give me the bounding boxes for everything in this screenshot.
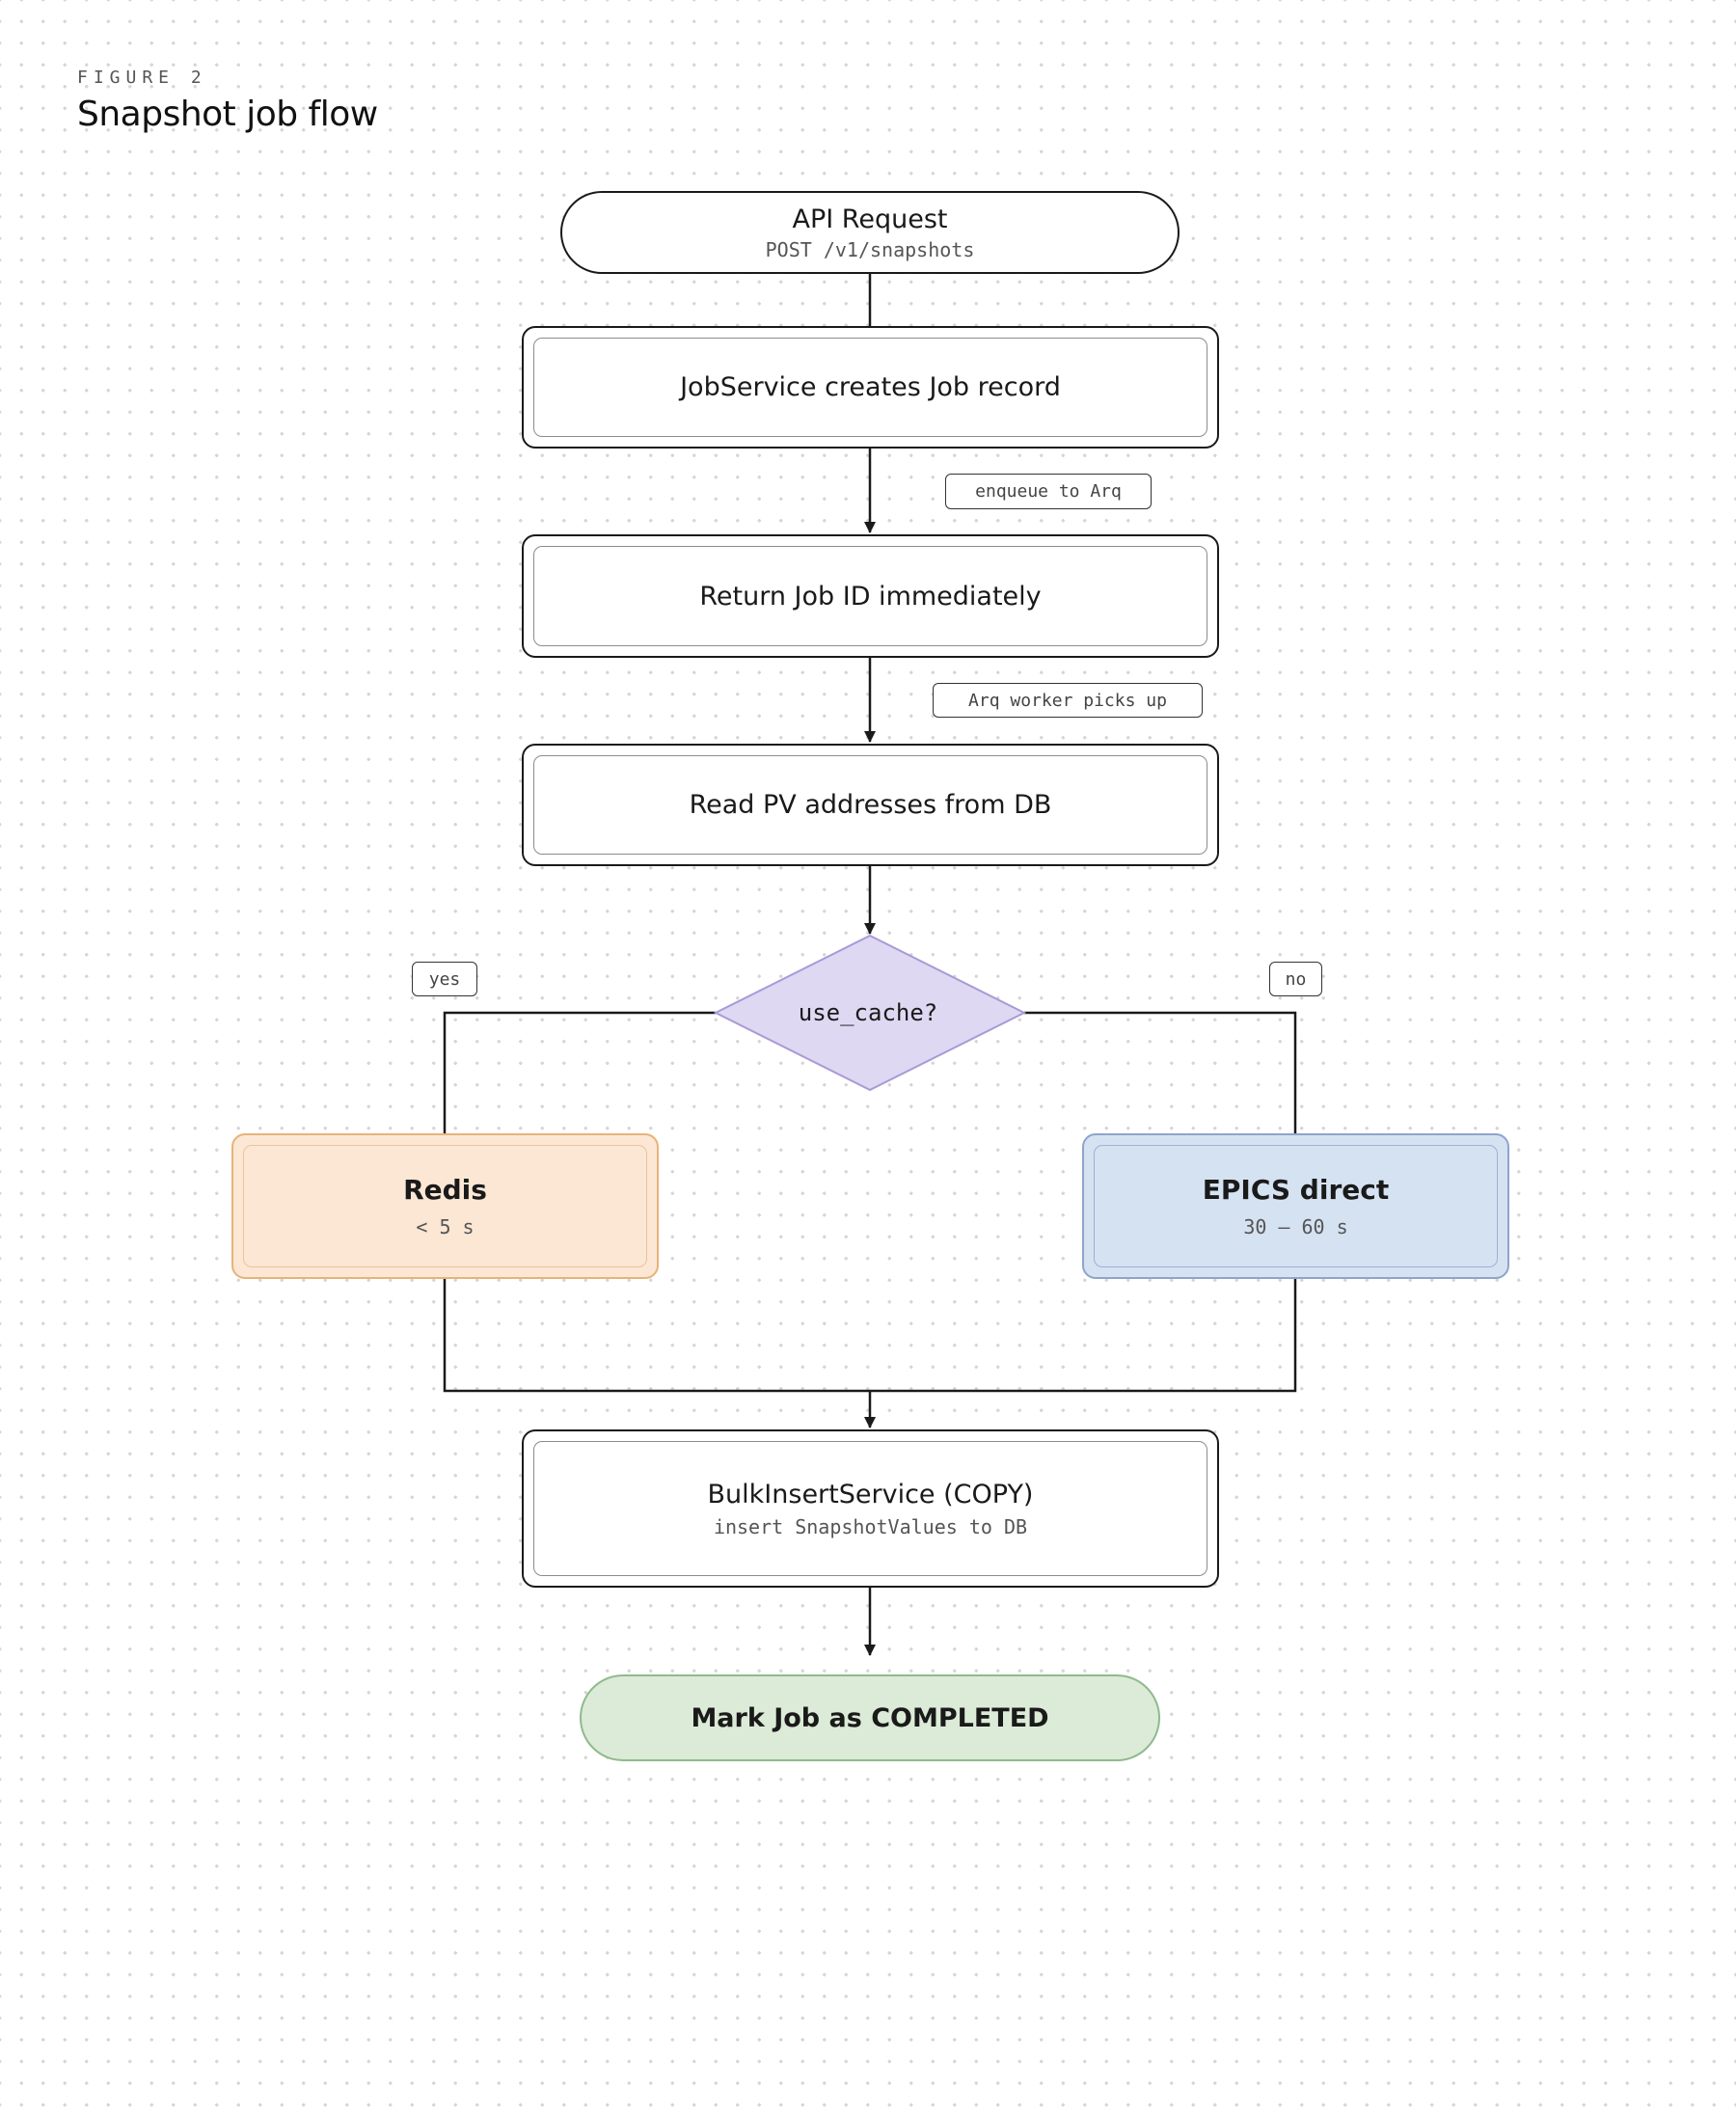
bulk-insert-detail: insert SnapshotValues to DB [713,1514,1028,1538]
api-request-title: API Request [792,204,948,234]
decision-label: use_cache? [798,999,938,1026]
api-request-node: API Request POST /v1/snapshots [560,191,1180,274]
edge-decision-no [1024,1011,1297,1133]
edge-epics-merge [870,1279,1297,1393]
read-pv-title: Read PV addresses from DB [689,790,1052,820]
epics-title: EPICS direct [1202,1174,1390,1206]
figure-title: Snapshot job flow [77,95,378,134]
return-job-id-title: Return Job ID immediately [699,581,1042,612]
edge-label-yes: yes [412,962,477,996]
edge-label-no: no [1269,962,1322,996]
decision-diamond [713,934,1027,1092]
bulk-insert-title: BulkInsertService (COPY) [707,1479,1034,1510]
epics-latency: 30 – 60 s [1243,1215,1348,1238]
read-pv-node: Read PV addresses from DB [522,744,1219,866]
edge-label-worker: Arq worker picks up [933,683,1203,718]
figure-label: FIGURE 2 [77,68,207,88]
create-job-title: JobService creates Job record [680,372,1061,402]
create-job-node: JobService creates Job record [522,326,1219,449]
mark-completed-title: Mark Job as COMPLETED [691,1702,1049,1733]
edge-redis-merge [443,1279,870,1393]
redis-node: Redis < 5 s [231,1133,659,1279]
epics-direct-node: EPICS direct 30 – 60 s [1082,1133,1509,1279]
api-request-endpoint: POST /v1/snapshots [765,237,975,261]
redis-title: Redis [403,1174,487,1206]
return-job-id-node: Return Job ID immediately [522,534,1219,658]
redis-latency: < 5 s [416,1215,475,1238]
edge-label-enqueue: enqueue to Arq [945,474,1152,509]
bulk-insert-node: BulkInsertService (COPY) insert Snapshot… [522,1429,1219,1588]
mark-completed-node: Mark Job as COMPLETED [580,1674,1160,1761]
edge-decision-yes [443,1011,716,1133]
